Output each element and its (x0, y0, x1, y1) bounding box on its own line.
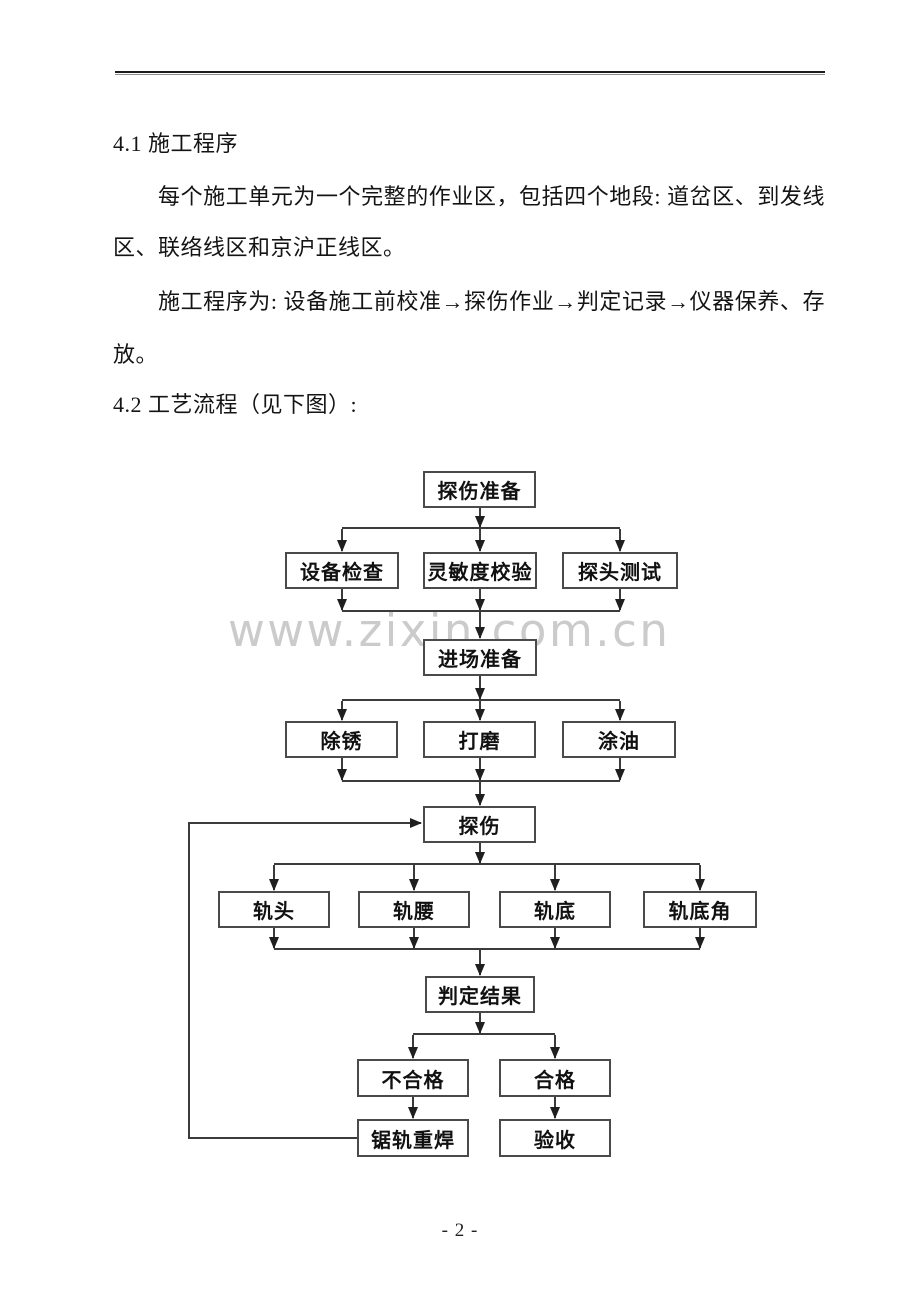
paragraph-2-line-2: 放。 (113, 342, 159, 367)
section-heading-4-2: 4.2 工艺流程（见下图）: (113, 392, 358, 417)
flow-node-rail-head: 轨头 (218, 891, 330, 928)
flow-node-rail-base-corner: 轨底角 (643, 891, 757, 928)
paragraph-2-line-1: 施工程序为: 设备施工前校准→探伤作业→判定记录→仪器保养、存 (158, 289, 825, 314)
flow-node-grinding: 打磨 (423, 721, 536, 758)
flow-node-judgment-result: 判定结果 (425, 976, 535, 1013)
flow-node-oiling: 涂油 (562, 721, 676, 758)
flow-node-sensitivity-calibration: 灵敏度校验 (423, 552, 537, 589)
flow-node-saw-rail-reweld: 锯轨重焊 (357, 1119, 469, 1157)
section-heading-4-1: 4.1 施工程序 (113, 131, 239, 156)
flow-node-rail-base: 轨底 (499, 891, 611, 928)
header-rule (115, 71, 825, 75)
flow-node-flaw-detection: 探伤 (423, 806, 536, 843)
flow-node-probe-test: 探头测试 (562, 552, 678, 589)
flow-node-acceptance: 验收 (499, 1119, 611, 1157)
paragraph-1-line-1: 每个施工单元为一个完整的作业区，包括四个地段: 道岔区、到发线 (158, 184, 825, 209)
flow-node-rail-web: 轨腰 (358, 891, 470, 928)
flow-node-flaw-detection-prep: 探伤准备 (423, 471, 536, 508)
flow-node-equipment-check: 设备检查 (285, 552, 399, 589)
connector-lines (188, 508, 705, 1139)
flow-node-unqualified: 不合格 (357, 1059, 469, 1097)
paragraph-1-line-2: 区、联络线区和京沪正线区。 (113, 235, 406, 260)
flow-node-rust-removal: 除锈 (285, 721, 398, 758)
flow-node-qualified: 合格 (499, 1059, 611, 1097)
page-number: - 2 - (441, 1220, 479, 1241)
flow-node-site-entry-prep: 进场准备 (423, 639, 537, 676)
